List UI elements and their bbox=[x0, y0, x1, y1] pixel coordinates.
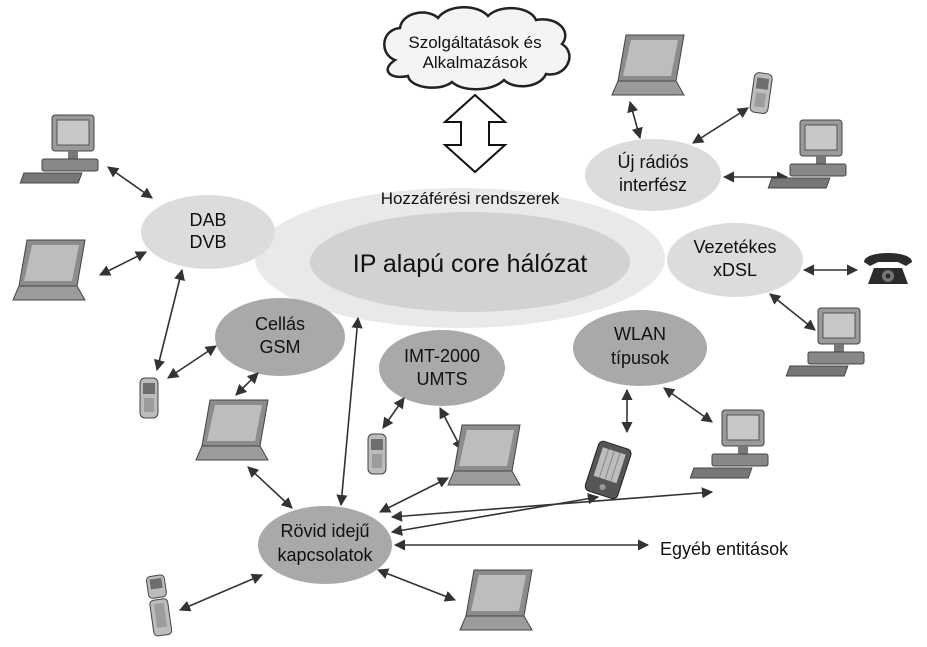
imt-line1: IMT-2000 bbox=[404, 346, 480, 366]
arrow-phone-l-cellas bbox=[167, 345, 217, 379]
cloud-shape bbox=[383, 6, 571, 91]
cloud-line1: Szolgáltatások és bbox=[408, 33, 541, 52]
arrow-laptop-c-rovid bbox=[247, 466, 293, 509]
other-entities-label: Egyéb entitások bbox=[660, 539, 789, 559]
vezetekes-line1: Vezetékes bbox=[693, 237, 776, 257]
arrow-laptop-c-cellas bbox=[235, 372, 259, 396]
arrow-laptop-imt-rovid bbox=[378, 477, 450, 513]
arrow-phone-bl-rovid bbox=[178, 573, 264, 612]
core-network-ellipse bbox=[310, 212, 630, 312]
laptop-cellas-icon bbox=[195, 399, 269, 461]
cloud-line2: Alkalmazások bbox=[423, 53, 528, 72]
phone-tr-icon bbox=[748, 71, 774, 115]
arrow-monitor-rovid bbox=[390, 487, 714, 522]
arrow-phone-c-imt bbox=[382, 397, 405, 429]
laptop-br-icon bbox=[459, 569, 533, 631]
vezetekes-node bbox=[667, 223, 803, 297]
monitor-wlan-icon bbox=[689, 409, 769, 479]
dab-line1: DAB bbox=[189, 210, 226, 230]
phone-l-icon bbox=[139, 377, 159, 419]
arrow-rovid-core bbox=[336, 316, 363, 507]
cellas-line2: GSM bbox=[259, 337, 300, 357]
double-arrow-icon bbox=[442, 93, 508, 174]
phone-imt-icon bbox=[367, 433, 387, 475]
dab-dvb-node bbox=[141, 195, 275, 269]
laptop-imt-icon bbox=[447, 424, 521, 486]
arrow-phone-tr-uj bbox=[692, 107, 749, 144]
cellas-gsm-node bbox=[215, 298, 345, 376]
arrow-monitor-tl-dab bbox=[107, 166, 153, 199]
wlan-line1: WLAN bbox=[614, 324, 666, 344]
wlan-node bbox=[573, 310, 707, 386]
cellas-line1: Cellás bbox=[255, 314, 305, 334]
laptop-l-icon bbox=[12, 239, 86, 301]
core-network-label: IP alapú core hálózat bbox=[353, 250, 587, 278]
rovid-line2: kapcsolatok bbox=[277, 545, 373, 565]
imt-umts-node bbox=[379, 330, 505, 406]
uj-line2: interfész bbox=[619, 175, 687, 195]
phone-bl-icon bbox=[146, 574, 173, 637]
arrow-laptop-l-dab bbox=[98, 251, 148, 276]
monitor-tl-icon bbox=[19, 114, 99, 184]
pda-icon bbox=[584, 440, 632, 500]
vezetekes-line2: xDSL bbox=[713, 260, 757, 280]
access-systems-label: Hozzáférési rendszerek bbox=[381, 189, 560, 208]
uj-line1: Új rádiós bbox=[617, 151, 688, 172]
rovid-node bbox=[258, 506, 392, 584]
arrow-laptop-imt bbox=[439, 407, 463, 451]
arrow-monitor-wlan bbox=[663, 387, 713, 423]
wlan-line2: típusok bbox=[611, 348, 670, 368]
connection-arrows bbox=[98, 100, 859, 612]
uj-radios-node bbox=[585, 139, 721, 211]
arrow-monitor-r-vezetekes bbox=[769, 293, 816, 331]
arrow-phone-l-dab bbox=[154, 268, 185, 372]
dab-line2: DVB bbox=[189, 232, 226, 252]
arrow-laptop-br-rovid bbox=[376, 568, 457, 602]
monitor-r-icon bbox=[785, 307, 865, 377]
rovid-line1: Rövid idejű bbox=[280, 521, 369, 541]
telephone-icon bbox=[864, 253, 912, 284]
monitor-tr-icon bbox=[767, 119, 847, 189]
arrow-laptop-tr-uj bbox=[627, 100, 643, 140]
laptop-tr-icon bbox=[611, 34, 685, 96]
imt-line2: UMTS bbox=[417, 369, 468, 389]
